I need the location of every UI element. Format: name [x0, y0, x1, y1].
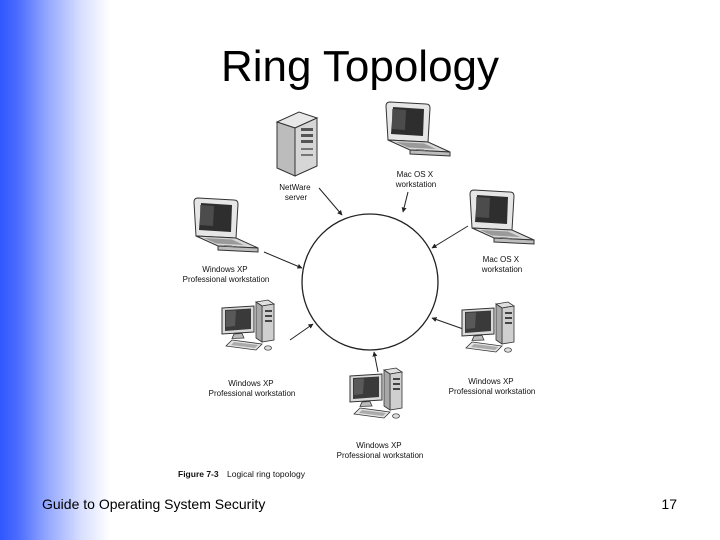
- winxp-laptop-label: Windows XP Professional workstation: [183, 265, 270, 284]
- connector-mac-right: [431, 225, 469, 249]
- slide-title: Ring Topology: [220, 42, 500, 91]
- connector-winxp-laptop: [263, 251, 303, 269]
- winxp-left-bottom-label: Windows XP Professional workstation: [209, 379, 296, 398]
- winxp-bottom-label: Windows XP Professional workstation: [337, 441, 424, 460]
- figure-caption: Figure 7-3 Logical ring topology: [178, 469, 306, 479]
- figure-caption-text: Logical ring topology: [227, 469, 306, 479]
- figure-number: Figure 7-3: [178, 469, 219, 479]
- connector-netware: [318, 187, 343, 216]
- laptop-icon: [193, 197, 259, 253]
- slide-side-gradient: [0, 0, 110, 540]
- winxp-right-label: Windows XP Professional workstation: [449, 377, 536, 396]
- ring-circle: [301, 213, 439, 351]
- desktop-computer-icon: [349, 367, 403, 419]
- connector-mac-top: [401, 191, 409, 213]
- connector-winxp-left-bottom: [289, 323, 314, 341]
- connector-winxp-bottom: [372, 351, 379, 373]
- server-icon: [276, 111, 318, 177]
- laptop-icon: [385, 101, 451, 157]
- mac-right-label: Mac OS X workstation: [481, 255, 522, 274]
- ring-connectors: [263, 187, 469, 373]
- desktop-computer-icon: [461, 301, 515, 353]
- connector-winxp-right: [431, 317, 467, 331]
- desktop-computer-icon: [221, 299, 275, 351]
- netware-label: NetWare server: [279, 183, 313, 202]
- mac-top-label: Mac OS X workstation: [395, 170, 436, 189]
- laptop-icon: [469, 189, 535, 245]
- page-number: 17: [661, 496, 677, 512]
- slide-footer: Guide to Operating System Security: [42, 496, 266, 512]
